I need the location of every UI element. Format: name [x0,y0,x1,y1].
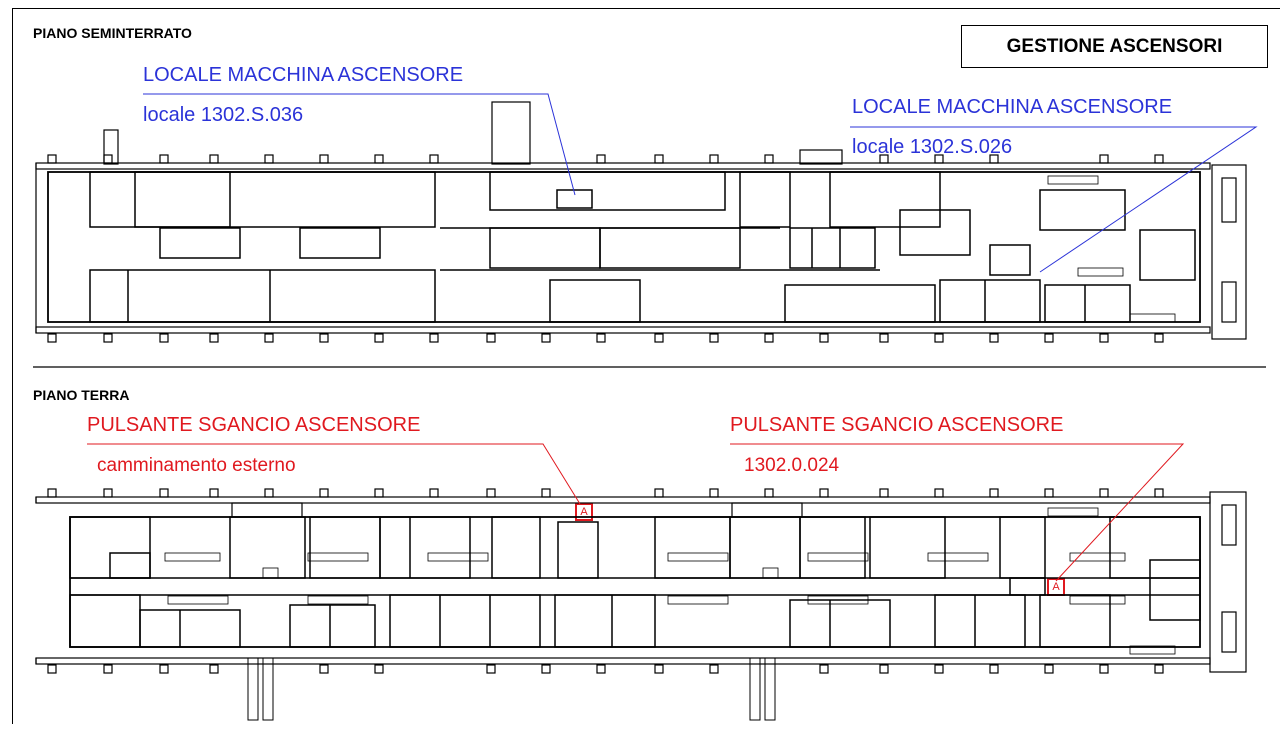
ground-rooms [69,516,1201,648]
basement-plan [35,101,1247,343]
ground-entrance-1 [231,502,303,518]
annotation-room-2: locale 1302.S.026 [852,136,1013,158]
ground-pillars-bottom [47,664,1164,674]
basement-top-band [35,162,1211,170]
ground-leaders [87,443,1185,582]
basement-body [47,171,1201,323]
leader-line-3 [87,443,581,505]
annotation-label-2: LOCALE MACCHINA ASCENSORE [852,96,1173,118]
annotation-label-3: PULSANTE SGANCIO ASCENSORE [87,414,421,436]
sheet-title: GESTIONE ASCENSORI [961,25,1268,68]
basement-shaft-block [491,101,531,165]
annotation-room-4: 1302.0.024 [744,455,840,476]
ground-entrance-2 [731,502,803,518]
ground-stair-1 [1221,504,1237,546]
leader-line-2 [850,126,1258,273]
ground-stair-2 [1221,611,1237,653]
basement-stair-2 [1221,281,1237,323]
basement-stair-1 [1221,177,1237,223]
annotation-label-4: PULSANTE SGANCIO ASCENSORE [730,414,1064,436]
ground-plan [35,488,1247,721]
ground-stairs [164,507,1176,655]
ground-pillars-top [47,488,1164,498]
basement-pillars-top [47,154,1164,164]
leader-line-4 [730,443,1185,582]
annotation-label-1: LOCALE MACCHINA ASCENSORE [143,64,464,86]
ground-bottom-band [35,657,1211,665]
annotation-room-3: camminamento esterno [97,455,296,476]
basement-stairs [1047,175,1176,323]
ground-external-stairs [247,657,776,721]
ground-stair-tower [1209,491,1247,673]
drawing-frame [12,8,1280,724]
basement-bottom-band [35,326,1211,334]
basement-stair-left [103,129,119,165]
floor-label-basement: PIANO SEMINTERRATO [33,25,192,41]
floor-label-ground: PIANO TERRA [33,387,130,403]
basement-leaders [143,93,1258,273]
basement-vent [799,149,843,165]
annotation-room-1: locale 1302.S.036 [143,104,304,126]
leader-line-1 [143,93,576,196]
basement-stair-tower [1211,164,1247,340]
basement-pillars-bottom [47,333,1164,343]
ground-top-band [35,496,1211,504]
basement-rooms [89,171,1196,323]
